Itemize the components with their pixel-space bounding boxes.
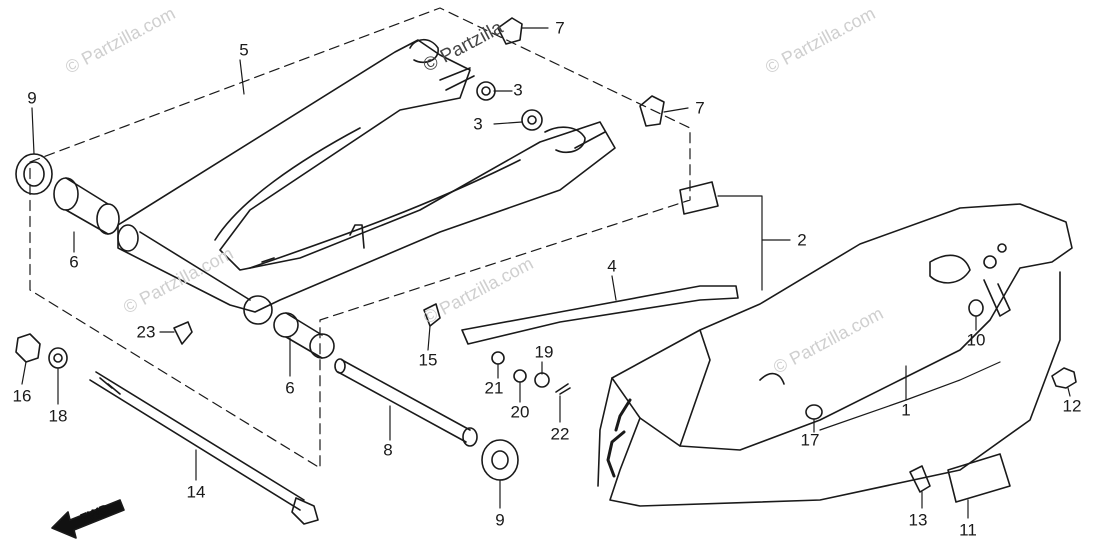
callout-23: 23 bbox=[136, 322, 156, 342]
callout-19: 19 bbox=[534, 342, 554, 362]
washer bbox=[48, 347, 68, 369]
callout-15: 15 bbox=[418, 350, 438, 370]
callout-22: 22 bbox=[550, 424, 570, 444]
callout-5: 5 bbox=[239, 40, 249, 60]
pivot-bushing-center bbox=[273, 312, 335, 359]
nut bbox=[15, 333, 41, 363]
grease-fitting bbox=[173, 321, 193, 345]
bolt-13 bbox=[909, 465, 931, 493]
nut-21 bbox=[491, 351, 505, 365]
washer-20 bbox=[513, 369, 527, 383]
adjuster-plate-upper bbox=[497, 17, 523, 45]
callout-12: 12 bbox=[1062, 396, 1082, 416]
nut-19 bbox=[534, 372, 550, 388]
callout-3: 3 bbox=[513, 80, 523, 100]
callout-16: 16 bbox=[12, 386, 32, 406]
swingarm bbox=[117, 38, 616, 325]
callout-17: 17 bbox=[800, 430, 820, 450]
leader-7b bbox=[663, 107, 689, 113]
leader-12 bbox=[1067, 387, 1071, 397]
leader-2 bbox=[717, 195, 791, 291]
chain-case bbox=[597, 203, 1073, 507]
label-plate bbox=[679, 181, 719, 215]
swingarm-group-outline bbox=[29, 7, 691, 469]
leader-3b bbox=[493, 121, 523, 125]
callout-6: 6 bbox=[69, 252, 79, 272]
callout-9: 9 bbox=[495, 510, 505, 530]
leader-16 bbox=[21, 361, 27, 385]
cotter-pin bbox=[555, 383, 571, 395]
bolt-12 bbox=[1051, 367, 1077, 389]
pivot-shaft bbox=[334, 358, 478, 447]
bearing-bottom bbox=[481, 439, 519, 481]
caution-label bbox=[947, 453, 1011, 503]
callout-8: 8 bbox=[383, 440, 393, 460]
leader-1 bbox=[819, 361, 1001, 431]
callout-9: 9 bbox=[27, 88, 37, 108]
callout-18: 18 bbox=[48, 406, 68, 426]
callout-4: 4 bbox=[607, 256, 617, 276]
leader-4 bbox=[611, 275, 617, 301]
callout-13: 13 bbox=[908, 510, 928, 530]
chain-case-stay bbox=[461, 285, 739, 345]
fwd-arrow bbox=[51, 499, 125, 539]
callout-14: 14 bbox=[186, 482, 206, 502]
pivot-bolt bbox=[89, 371, 319, 525]
callout-6: 6 bbox=[285, 378, 295, 398]
callout-10: 10 bbox=[966, 330, 986, 350]
callout-11: 11 bbox=[959, 520, 977, 540]
adjuster-plate-lower bbox=[639, 95, 665, 127]
pivot-bushing-left bbox=[53, 177, 120, 235]
bushing-lower bbox=[521, 109, 543, 131]
callout-7: 7 bbox=[695, 98, 705, 118]
callout-7: 7 bbox=[555, 18, 565, 38]
bushing-upper bbox=[476, 81, 496, 101]
leader-5 bbox=[239, 59, 245, 95]
callout-1: 1 bbox=[901, 400, 911, 420]
leader-9a bbox=[31, 107, 35, 155]
callout-21: 21 bbox=[484, 378, 504, 398]
callout-3: 3 bbox=[473, 114, 483, 134]
callout-2: 2 bbox=[797, 230, 807, 250]
callout-20: 20 bbox=[510, 402, 530, 422]
bolt-15 bbox=[423, 303, 441, 327]
leader-15 bbox=[427, 325, 431, 351]
